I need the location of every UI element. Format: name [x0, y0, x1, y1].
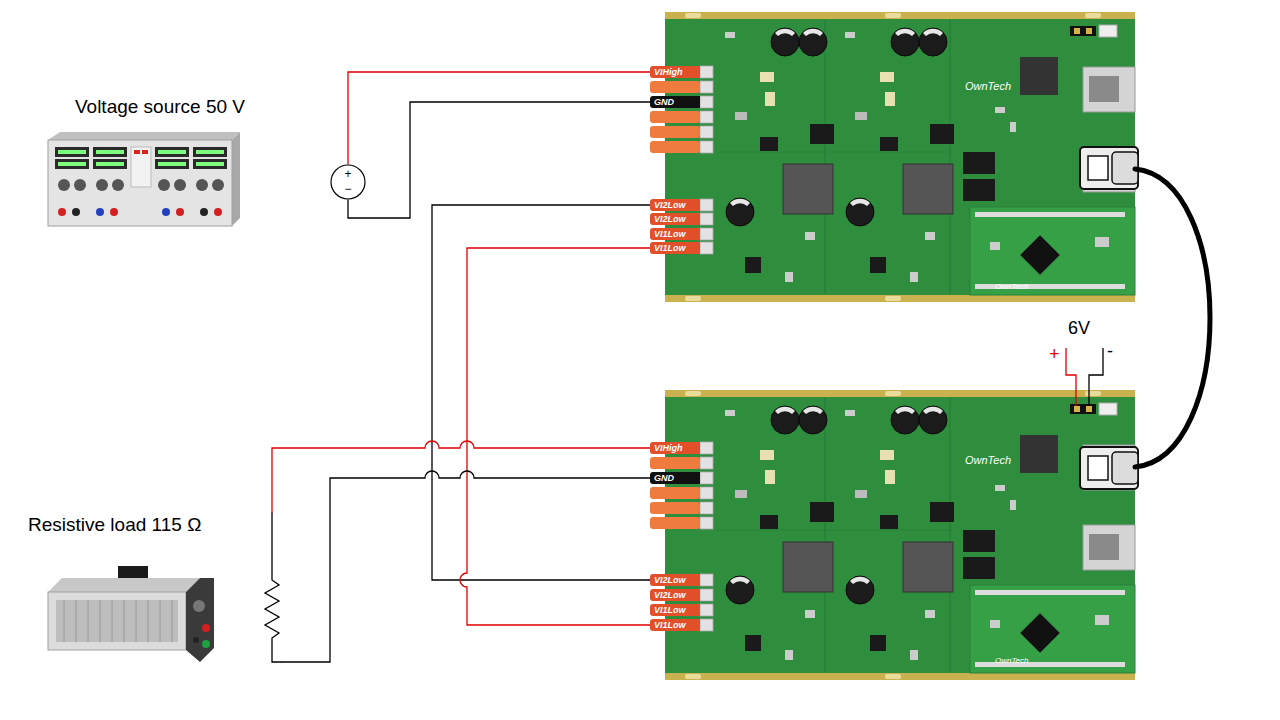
- wire: [348, 102, 650, 218]
- wire: [348, 72, 650, 164]
- polarity-sign: −: [330, 182, 366, 196]
- board-logo: OwnTech: [965, 454, 1011, 466]
- terminal-name: VI1Low: [654, 242, 686, 254]
- terminal-tag: VI2Low: [650, 213, 700, 225]
- board-logo: OwnTech: [995, 282, 1029, 291]
- polarity-sign: +: [1049, 344, 1060, 365]
- power-supply: Voltage source 50 V: [40, 92, 280, 242]
- wire: [282, 471, 650, 662]
- terminal-name: VI1Low: [654, 619, 686, 631]
- wire: [460, 248, 650, 625]
- terminal-tag: GND: [650, 96, 700, 108]
- supply-wire: [1089, 348, 1103, 406]
- polarity-sign: +: [330, 167, 366, 181]
- terminal-tag: VI2Low: [650, 199, 700, 211]
- rheostat-picture: [48, 566, 214, 662]
- pcb-board: [665, 12, 1135, 302]
- terminal-name: GND: [654, 472, 674, 484]
- board-logo: OwnTech: [965, 80, 1011, 92]
- terminal-tag: VI1Low: [650, 242, 700, 254]
- dc-source-symbol: +−: [330, 164, 366, 200]
- terminal-name: GND: [654, 96, 674, 108]
- unlabelled-terminal: [650, 81, 700, 529]
- pcb-board: [665, 390, 1135, 680]
- terminal-name: VI2Low: [654, 574, 686, 586]
- board-logo: OwnTech: [995, 656, 1029, 665]
- communication-cable: [1135, 169, 1210, 467]
- terminal-tag: VIHigh: [650, 442, 700, 454]
- supply-wire: [1066, 348, 1076, 406]
- terminal-tag: VI1Low: [650, 604, 700, 616]
- terminal-tag: VI1Low: [650, 228, 700, 240]
- terminal-tag: VI2Low: [650, 589, 700, 601]
- terminal-name: VI2Low: [654, 589, 686, 601]
- terminal-tag: VIHigh: [650, 66, 700, 78]
- wire: [272, 441, 650, 512]
- terminal-name: VI2Low: [654, 213, 686, 225]
- device-heading: Resistive load 115 Ω: [28, 514, 201, 536]
- voltage-label: 6V: [1068, 318, 1090, 339]
- wire: [432, 205, 650, 580]
- terminal-tag: VI1Low: [650, 619, 700, 631]
- polarity-sign: -: [1107, 341, 1113, 362]
- terminal-name: VI1Low: [654, 604, 686, 616]
- resistor-symbol: [265, 512, 282, 662]
- resistive-load: Resistive load 115 Ω: [20, 512, 282, 666]
- terminal-tag: GND: [650, 472, 700, 484]
- terminal-name: VI1Low: [654, 228, 686, 240]
- terminal-block: [700, 66, 713, 631]
- terminal-name: VIHigh: [654, 66, 683, 78]
- device-heading: Voltage source 50 V: [40, 96, 280, 118]
- terminal-name: VIHigh: [654, 442, 683, 454]
- converter-board: OwnTechOwnTechVIHighGNDVI2LowVI2LowVI1Lo…: [665, 12, 1135, 305]
- power-supply-picture: [48, 132, 240, 226]
- terminal-tag: VI2Low: [650, 574, 700, 586]
- terminal-name: VI2Low: [654, 199, 686, 211]
- converter-board: OwnTechOwnTechVIHighGNDVI2LowVI2LowVI1Lo…: [665, 390, 1135, 680]
